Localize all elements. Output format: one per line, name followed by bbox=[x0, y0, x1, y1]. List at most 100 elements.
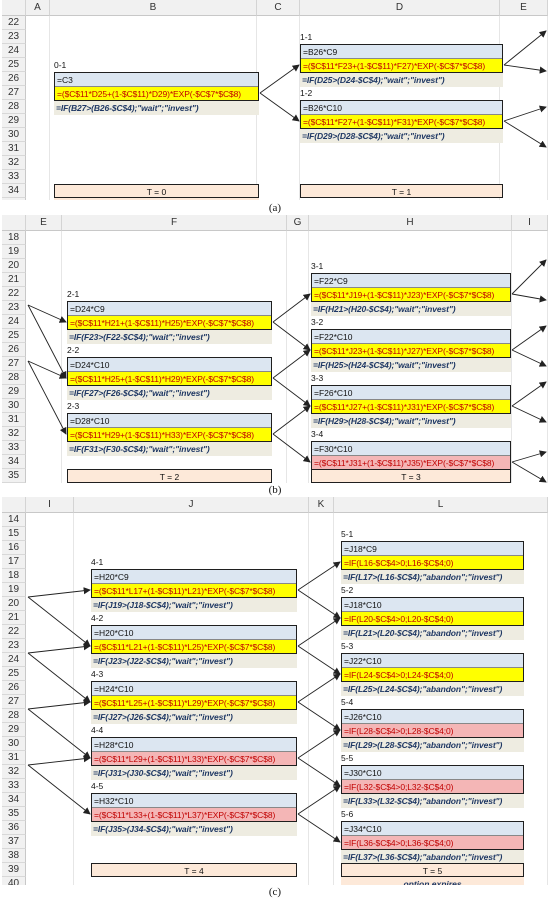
decision-cell[interactable]: =IF(L17>(L16-$C$4);"abandon";"invest") bbox=[341, 570, 524, 584]
row-header-30[interactable]: 30 bbox=[2, 128, 26, 142]
decision-cell[interactable]: =IF(J35>(J34-$C$4);"wait";"invest") bbox=[91, 822, 297, 836]
node-value-cell[interactable]: =J18*C10 bbox=[342, 598, 523, 612]
row-header-28[interactable]: 28 bbox=[2, 100, 26, 114]
node-value-cell[interactable]: =J22*C10 bbox=[342, 654, 523, 668]
node-box[interactable]: =F22*C10=($C$11*J23+(1-$C$11)*J27)*EXP(-… bbox=[311, 329, 511, 358]
row-header-22[interactable]: 22 bbox=[2, 16, 26, 30]
node-box[interactable]: =H32*C10=($C$11*L33+(1-$C$11)*L37)*EXP(-… bbox=[91, 793, 297, 822]
node-value-cell[interactable]: =D24*C9 bbox=[68, 302, 271, 316]
node-box[interactable]: =H24*C10=($C$11*L25+(1-$C$11)*L29)*EXP(-… bbox=[91, 681, 297, 710]
node-value-cell[interactable]: =J18*C9 bbox=[342, 542, 523, 556]
node-formula-cell[interactable]: =($C$11*H25+(1-$C$11)*H29)*EXP(-$C$7*$C$… bbox=[68, 372, 271, 385]
row-header-22[interactable]: 22 bbox=[2, 625, 26, 639]
row-header-22[interactable]: 22 bbox=[2, 287, 26, 301]
row-header-14[interactable]: 14 bbox=[2, 513, 26, 527]
node-box[interactable]: =F30*C10=($C$11*J31+(1-$C$11)*J35)*EXP(-… bbox=[311, 441, 511, 470]
row-header-19[interactable]: 19 bbox=[2, 583, 26, 597]
row-header-29[interactable]: 29 bbox=[2, 385, 26, 399]
node-formula-cell[interactable]: =IF(L28-$C$4>0;L28-$C$4;0) bbox=[342, 724, 523, 737]
row-header-37[interactable]: 37 bbox=[2, 835, 26, 849]
row-header-25[interactable]: 25 bbox=[2, 667, 26, 681]
decision-cell[interactable]: =IF(L37>(L36-$C$4);"abandon";"invest") bbox=[341, 850, 524, 864]
node-value-cell[interactable]: =J34*C10 bbox=[342, 822, 523, 836]
row-header-33[interactable]: 33 bbox=[2, 170, 26, 184]
row-header-34[interactable]: 34 bbox=[2, 793, 26, 807]
column-header-E[interactable]: E bbox=[26, 215, 62, 231]
column-header-B[interactable]: B bbox=[50, 0, 257, 16]
row-header-35[interactable]: 35 bbox=[2, 807, 26, 821]
row-header-39[interactable]: 39 bbox=[2, 863, 26, 877]
node-box[interactable]: =H20*C9=($C$11*L17+(1-$C$11)*L21)*EXP(-$… bbox=[91, 569, 297, 598]
row-header-26[interactable]: 26 bbox=[2, 681, 26, 695]
row-header-18[interactable]: 18 bbox=[2, 569, 26, 583]
decision-cell[interactable]: =IF(L21>(L20-$C$4);"abandon";"invest") bbox=[341, 626, 524, 640]
node-box[interactable]: =J18*C9=IF(L16-$C$4>0;L16-$C$4;0) bbox=[341, 541, 524, 570]
column-header-K[interactable]: K bbox=[309, 497, 334, 513]
node-formula-cell[interactable]: =($C$11*L21+(1-$C$11)*L25)*EXP(-$C$7*$C$… bbox=[92, 640, 296, 653]
row-header-32[interactable]: 32 bbox=[2, 765, 26, 779]
row-header-36[interactable]: 36 bbox=[2, 821, 26, 835]
row-header-17[interactable]: 17 bbox=[2, 555, 26, 569]
node-formula-cell[interactable]: =($C$11*D25+(1-$C$11)*D29)*EXP(-$C$7*$C$… bbox=[55, 87, 258, 100]
row-header-24[interactable]: 24 bbox=[2, 315, 26, 329]
decision-cell[interactable]: =IF(J31>(J30-$C$4);"wait";"invest") bbox=[91, 766, 297, 780]
node-box[interactable]: =D24*C9=($C$11*H21+(1-$C$11)*H25)*EXP(-$… bbox=[67, 301, 272, 330]
node-value-cell[interactable]: =H24*C10 bbox=[92, 682, 296, 696]
row-header-32[interactable]: 32 bbox=[2, 156, 26, 170]
node-formula-cell[interactable]: =($C$11*F23+(1-$C$11)*F27)*EXP(-$C$7*$C$… bbox=[301, 59, 502, 72]
decision-cell[interactable]: =IF(B27>(B26-$C$4);"wait";"invest") bbox=[54, 101, 259, 115]
column-header-I[interactable]: I bbox=[512, 215, 548, 231]
row-header-19[interactable]: 19 bbox=[2, 245, 26, 259]
node-formula-cell[interactable]: =($C$11*F27+(1-$C$11)*F31)*EXP(-$C$7*$C$… bbox=[301, 115, 502, 128]
row-header-27[interactable]: 27 bbox=[2, 357, 26, 371]
decision-cell[interactable]: =IF(J19>(J18-$C$4);"wait";"invest") bbox=[91, 598, 297, 612]
row-header-20[interactable]: 20 bbox=[2, 259, 26, 273]
node-formula-cell[interactable]: =($C$11*J19+(1-$C$11)*J23)*EXP(-$C$7*$C$… bbox=[312, 288, 510, 301]
row-header-18[interactable]: 18 bbox=[2, 231, 26, 245]
row-header-35[interactable]: 35 bbox=[2, 469, 26, 483]
node-box[interactable]: =J34*C10=IF(L36-$C$4>0;L36-$C$4;0) bbox=[341, 821, 524, 850]
node-formula-cell[interactable]: =($C$11*H21+(1-$C$11)*H25)*EXP(-$C$7*$C$… bbox=[68, 316, 271, 329]
header-corner[interactable] bbox=[2, 215, 26, 231]
column-header-C[interactable]: C bbox=[257, 0, 300, 16]
row-header-27[interactable]: 27 bbox=[2, 695, 26, 709]
row-header-28[interactable]: 28 bbox=[2, 371, 26, 385]
decision-cell[interactable]: =IF(L33>(L32-$C$4);"abandon";"invest") bbox=[341, 794, 524, 808]
decision-cell[interactable]: =IF(J27>(J26-$C$4);"wait";"invest") bbox=[91, 710, 297, 724]
node-box[interactable]: =C3=($C$11*D25+(1-$C$11)*D29)*EXP(-$C$7*… bbox=[54, 72, 259, 101]
node-formula-cell[interactable]: =IF(L24-$C$4>0;L24-$C$4;0) bbox=[342, 668, 523, 681]
column-header-H[interactable]: H bbox=[309, 215, 512, 231]
node-value-cell[interactable]: =H20*C10 bbox=[92, 626, 296, 640]
decision-cell[interactable]: =IF(H29>(H28-$C$4);"wait";"invest") bbox=[311, 414, 511, 428]
node-value-cell[interactable]: =H20*C9 bbox=[92, 570, 296, 584]
node-box[interactable]: =J26*C10=IF(L28-$C$4>0;L28-$C$4;0) bbox=[341, 709, 524, 738]
row-header-31[interactable]: 31 bbox=[2, 142, 26, 156]
row-header-23[interactable]: 23 bbox=[2, 639, 26, 653]
row-header-40[interactable]: 40 bbox=[2, 877, 26, 885]
column-header-A[interactable]: A bbox=[26, 0, 50, 16]
decision-cell[interactable]: =IF(F23>(F22-$C$4);"wait";"invest") bbox=[67, 330, 272, 344]
decision-cell[interactable]: =IF(H21>(H20-$C$4);"wait";"invest") bbox=[311, 302, 511, 316]
node-formula-cell[interactable]: =IF(L32-$C$4>0;L32-$C$4;0) bbox=[342, 780, 523, 793]
row-header-15[interactable]: 15 bbox=[2, 527, 26, 541]
row-header-27[interactable]: 27 bbox=[2, 86, 26, 100]
node-formula-cell[interactable]: =($C$11*L17+(1-$C$11)*L21)*EXP(-$C$7*$C$… bbox=[92, 584, 296, 597]
node-formula-cell[interactable]: =($C$11*J23+(1-$C$11)*J27)*EXP(-$C$7*$C$… bbox=[312, 344, 510, 357]
row-header-21[interactable]: 21 bbox=[2, 273, 26, 287]
column-header-G[interactable]: G bbox=[287, 215, 309, 231]
row-header-29[interactable]: 29 bbox=[2, 723, 26, 737]
row-header-29[interactable]: 29 bbox=[2, 114, 26, 128]
row-header-31[interactable]: 31 bbox=[2, 413, 26, 427]
column-header-E[interactable]: E bbox=[500, 0, 548, 16]
decision-cell[interactable]: =IF(L25>(L24-$C$4);"abandon";"invest") bbox=[341, 682, 524, 696]
column-header-F[interactable]: F bbox=[62, 215, 287, 231]
row-header-28[interactable]: 28 bbox=[2, 709, 26, 723]
node-box[interactable]: =F22*C9=($C$11*J19+(1-$C$11)*J23)*EXP(-$… bbox=[311, 273, 511, 302]
node-value-cell[interactable]: =B26*C9 bbox=[301, 45, 502, 59]
row-header-33[interactable]: 33 bbox=[2, 441, 26, 455]
row-header-21[interactable]: 21 bbox=[2, 611, 26, 625]
node-formula-cell[interactable]: =($C$11*H29+(1-$C$11)*H33)*EXP(-$C$7*$C$… bbox=[68, 428, 271, 441]
node-formula-cell[interactable]: =($C$11*L29+(1-$C$11)*L33)*EXP(-$C$7*$C$… bbox=[92, 752, 296, 765]
node-formula-cell[interactable]: =($C$11*J27+(1-$C$11)*J31)*EXP(-$C$7*$C$… bbox=[312, 400, 510, 413]
row-header-23[interactable]: 23 bbox=[2, 30, 26, 44]
